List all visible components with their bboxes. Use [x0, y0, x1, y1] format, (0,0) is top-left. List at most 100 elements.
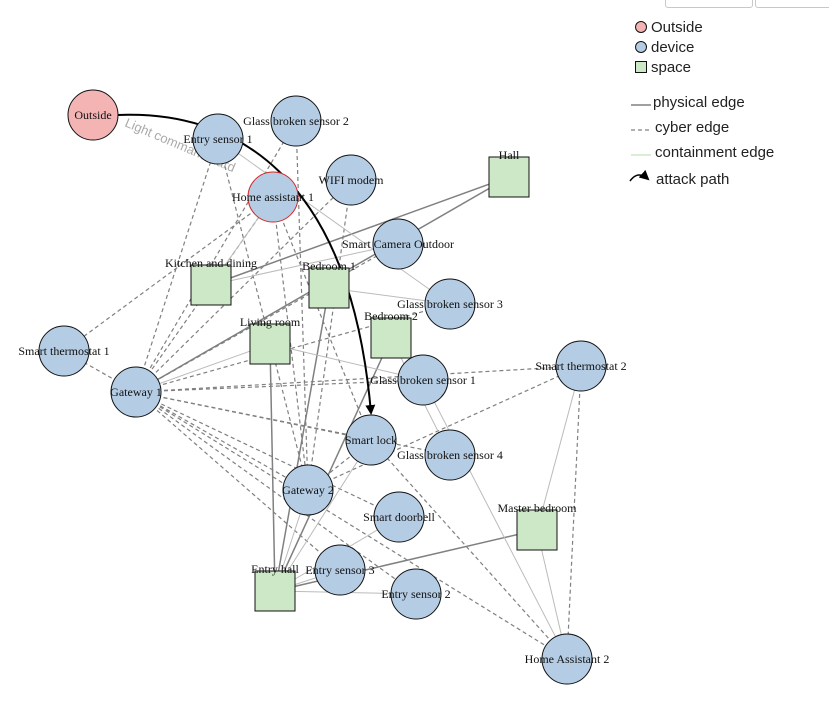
- node-home_assistant_2[interactable]: Home Assistant 2: [525, 633, 610, 685]
- node-entry_sensor_3[interactable]: Entry sensor 3: [305, 544, 375, 596]
- device-shape: [247, 171, 299, 223]
- edge-cyber-gateway_1-to-wifi_modem: [135, 179, 352, 393]
- node-wifi_modem[interactable]: WIFI modem: [319, 154, 385, 206]
- device-shape: [314, 544, 366, 596]
- node-label: Smart thermostat 2: [535, 359, 626, 373]
- space-shape: [254, 570, 296, 612]
- edge-cyber-home_assistant_1-to-smart_lock: [272, 196, 372, 441]
- device-shape: [282, 464, 334, 516]
- node-bedroom_2[interactable]: Bedroom 2: [364, 309, 418, 359]
- legend: Outside device space physical edge cyber…: [629, 19, 774, 188]
- space-shape: [370, 317, 412, 359]
- legend-device-marker: [635, 41, 647, 53]
- device-shape: [390, 568, 442, 620]
- legend-attack-path-label: attack path: [656, 171, 729, 188]
- device-shape: [373, 491, 425, 543]
- node-bedroom_1[interactable]: Bedroom 1: [302, 259, 356, 309]
- node-smart_lock[interactable]: Smart lock: [345, 414, 397, 466]
- node-glass_sensor_4[interactable]: Glass broken sensor 4: [397, 429, 503, 481]
- node-entry_hall[interactable]: Entry hall: [251, 562, 299, 612]
- edge-physical-bedroom_1-to-entry_hall: [274, 287, 330, 592]
- node-gateway_2[interactable]: Gateway 2: [282, 464, 334, 516]
- device-shape: [372, 218, 424, 270]
- space-shape: [190, 264, 232, 306]
- node-label: Entry sensor 1: [183, 132, 252, 146]
- legend-cyber-edge-label: cyber edge: [655, 119, 729, 136]
- device-shape: [424, 278, 476, 330]
- edge-cyber-gateway_1-to-smart_camera: [135, 243, 399, 393]
- node-glass_sensor_2[interactable]: Glass broken sensor 2: [243, 95, 349, 147]
- edge-cyber-gateway_1-to-entry_sensor_2: [135, 391, 417, 595]
- edge-cyber-gateway_1-to-glass_sensor_4: [135, 391, 451, 456]
- legend-space-label: space: [651, 59, 691, 76]
- node-smart_doorbell[interactable]: Smart doorbell: [363, 491, 435, 543]
- node-entry_sensor_2[interactable]: Entry sensor 2: [381, 568, 451, 620]
- legend-device-label: device: [651, 39, 694, 56]
- edge-containment-kitchen-to-smart_camera: [210, 243, 399, 286]
- node-label: Kitchen and dining: [165, 256, 257, 270]
- node-kitchen[interactable]: Kitchen and dining: [165, 256, 257, 306]
- edge-cyber-wifi_modem-to-gateway_2: [307, 179, 352, 491]
- legend-containment-edge-label: containment edge: [655, 144, 774, 161]
- legend-space-marker: [635, 61, 647, 73]
- node-label: Glass broken sensor 3: [397, 297, 503, 311]
- node-hall[interactable]: Hall: [488, 148, 530, 198]
- edge-cyber-home_assistant_1-to-smart_thermostat_1: [63, 196, 274, 352]
- toolbar-button-left[interactable]: [665, 0, 753, 8]
- node-home_assistant_1[interactable]: Home assistant 1: [232, 171, 314, 223]
- node-label: Gateway 2: [282, 483, 334, 497]
- node-label: Home assistant 1: [232, 190, 314, 204]
- node-label: Outside: [74, 108, 111, 122]
- outside-shape: [67, 89, 119, 141]
- node-label: Glass broken sensor 4: [397, 448, 503, 462]
- space-shape: [516, 509, 558, 551]
- node-label: Entry hall: [251, 562, 299, 576]
- edge-containment-master_bedroom-to-smart_thermostat_2: [536, 365, 582, 531]
- device-shape: [345, 414, 397, 466]
- edge-containment-entry_hall-to-smart_lock: [274, 439, 372, 592]
- node-glass_sensor_3[interactable]: Glass broken sensor 3: [397, 278, 503, 330]
- node-label: Home Assistant 2: [525, 652, 610, 666]
- device-shape: [192, 113, 244, 165]
- edge-cyber-gateway_2-to-smart_thermostat_2: [307, 365, 582, 491]
- attack-path-curve: [117, 113, 376, 415]
- edge-cyber-gateway_1-to-glass_sensor_2: [135, 120, 297, 393]
- edge-cyber-gateway_1-to-glass_sensor_1: [135, 379, 424, 393]
- node-smart_thermostat_1[interactable]: Smart thermostat 1: [18, 325, 110, 377]
- node-outside[interactable]: Outside: [67, 89, 119, 141]
- space-shape: [488, 156, 530, 198]
- device-shape: [270, 95, 322, 147]
- edges-layer: [63, 120, 582, 660]
- node-smart_thermostat_2[interactable]: Smart thermostat 2: [535, 340, 627, 392]
- edge-cyber-gateway_1-to-entry_sensor_1: [135, 138, 219, 393]
- legend-physical-edge-label: physical edge: [653, 94, 745, 111]
- edge-cyber-glass_sensor_2-to-gateway_2: [295, 120, 309, 491]
- node-label: Smart thermostat 1: [18, 344, 109, 358]
- edge-containment-living_room-to-glass_sensor_1: [269, 343, 424, 381]
- legend-outside-marker: [635, 21, 647, 33]
- node-gateway_1[interactable]: Gateway 1: [110, 366, 162, 418]
- node-label: Entry sensor 3: [305, 563, 374, 577]
- node-living_room[interactable]: Living room: [240, 315, 301, 365]
- node-entry_sensor_1[interactable]: Entry sensor 1: [183, 113, 253, 165]
- node-label: Glass broken sensor 1: [370, 373, 476, 387]
- edge-physical-bedroom_2-to-entry_hall: [274, 337, 392, 592]
- node-label: Gateway 1: [110, 385, 162, 399]
- edge-cyber-gateway_1-to-home_assistant_2: [135, 391, 568, 660]
- device-shape: [38, 325, 90, 377]
- toolbar-button-right[interactable]: [755, 0, 829, 8]
- node-glass_sensor_1[interactable]: Glass broken sensor 1: [370, 354, 476, 406]
- node-label: Hall: [499, 148, 520, 162]
- edge-cyber-entry_sensor_1-to-gateway_2: [217, 138, 309, 491]
- legend-attack-path-swatch: [629, 169, 650, 182]
- device-shape: [397, 354, 449, 406]
- node-smart_camera[interactable]: Smart Camera Outdoor: [342, 218, 454, 270]
- node-master_bedroom[interactable]: Master bedroom: [498, 501, 578, 551]
- device-shape: [541, 633, 593, 685]
- space-shape: [249, 323, 291, 365]
- node-label: Bedroom 1: [302, 259, 356, 273]
- space-shape: [308, 267, 350, 309]
- node-label: Glass broken sensor 2: [243, 114, 349, 128]
